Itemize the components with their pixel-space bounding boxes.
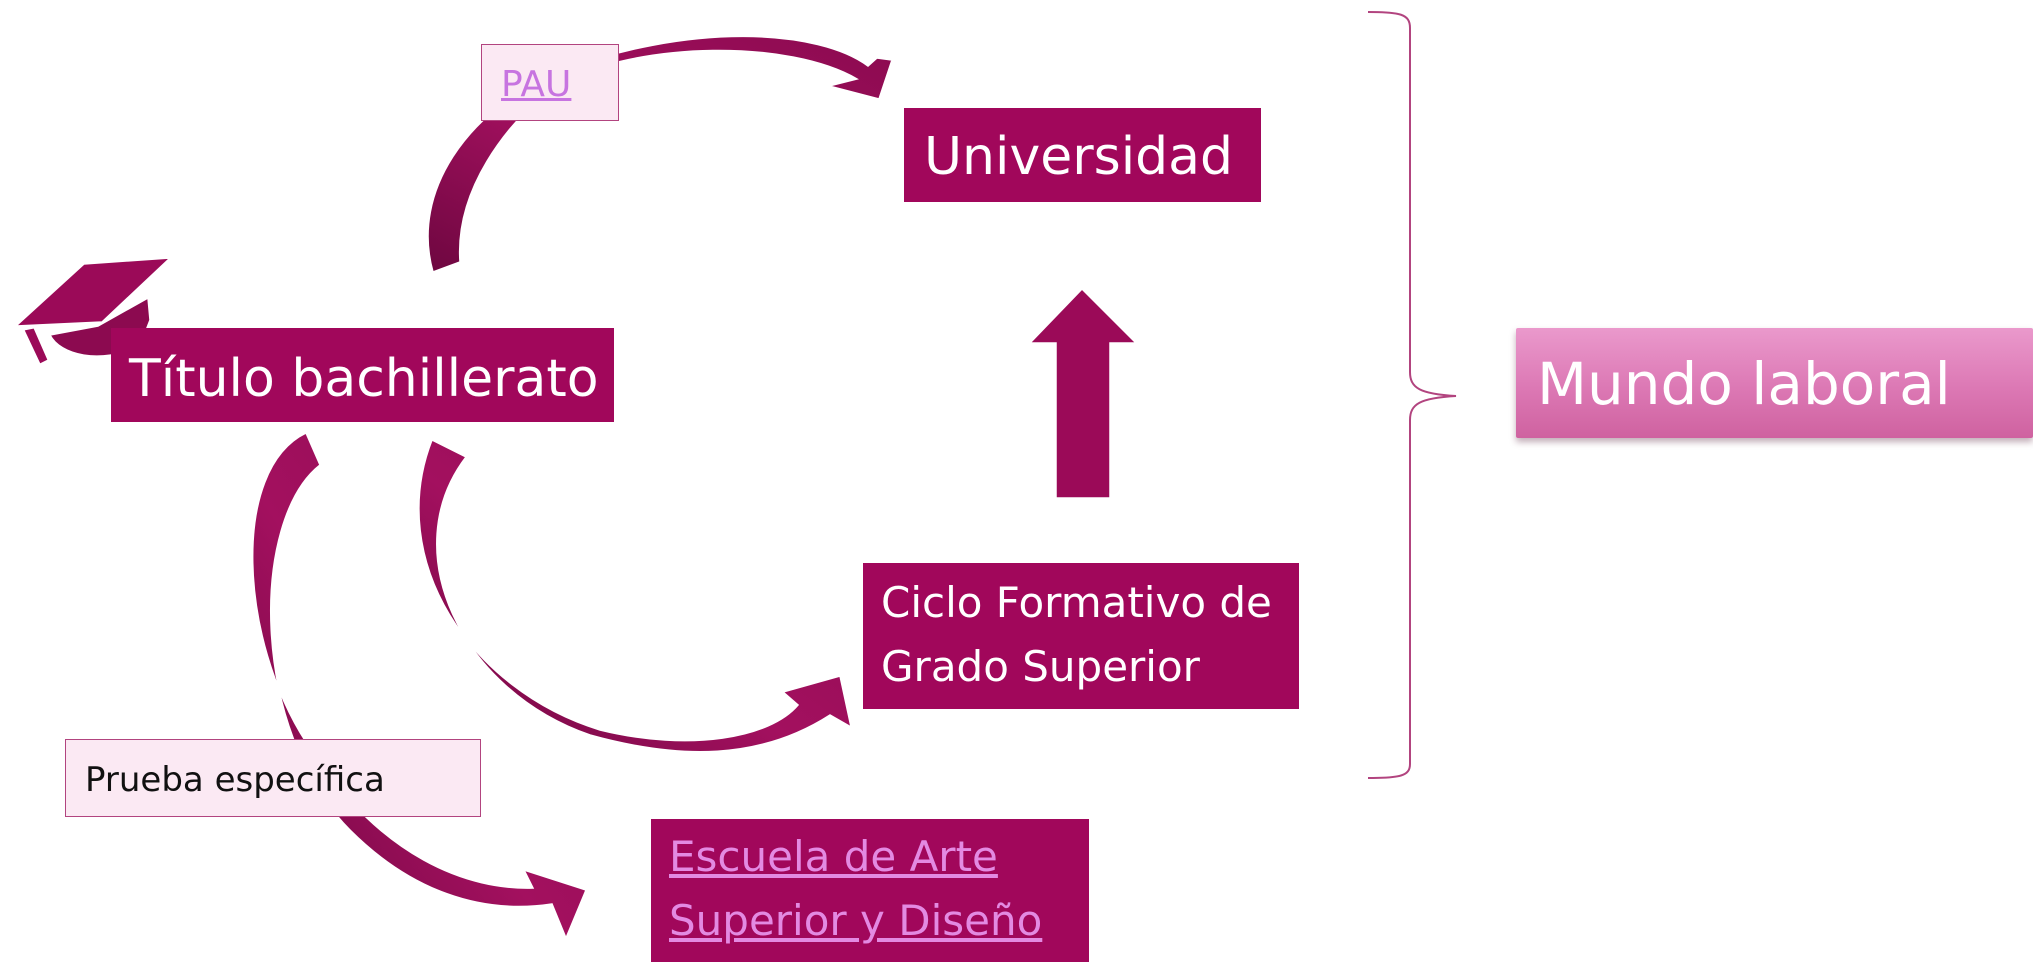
node-ciclo-formativo: Ciclo Formativo de Grado Superior — [863, 563, 1299, 709]
brace-to-mundo-laboral — [1367, 11, 1457, 779]
node-universidad: Universidad — [904, 108, 1261, 202]
prueba-especifica-text: Prueba específica — [85, 760, 385, 800]
universidad-label: Universidad — [924, 127, 1234, 187]
node-titulo-bachillerato: Título bachillerato — [111, 328, 614, 422]
titulo-bachillerato-label: Título bachillerato — [129, 349, 599, 409]
arrow-bachillerato-to-ciclo — [418, 438, 853, 753]
mundo-laboral-label: Mundo laboral — [1537, 350, 1951, 418]
ciclo-label-line2: Grado Superior — [881, 642, 1200, 691]
escuela-link-line1[interactable]: Escuela de Arte — [669, 832, 998, 881]
ciclo-label-line1: Ciclo Formativo de — [881, 578, 1272, 627]
pau-link[interactable]: PAU — [501, 64, 572, 105]
arrow-ciclo-to-universidad — [1028, 287, 1138, 499]
label-pau[interactable]: PAU — [481, 44, 619, 121]
node-mundo-laboral: Mundo laboral — [1516, 328, 2033, 438]
label-prueba-especifica: Prueba específica — [65, 739, 481, 817]
escuela-link-line2[interactable]: Superior y Diseño — [669, 896, 1043, 945]
node-escuela-arte[interactable]: Escuela de Arte Superior y Diseño — [651, 819, 1089, 962]
